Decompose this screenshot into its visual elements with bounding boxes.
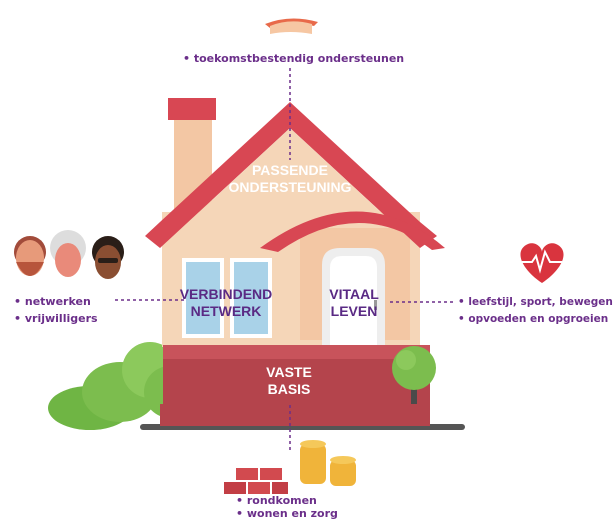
people-icon	[14, 230, 124, 279]
left-bullet-item: • vrijwilligers	[14, 312, 98, 325]
connector-lines	[115, 68, 454, 450]
roof-gable	[182, 128, 398, 228]
right-bullet-item: • leefstijl, sport, bewegen	[458, 296, 613, 308]
tree-icon	[392, 346, 436, 410]
arch-roof	[260, 211, 445, 252]
left-windows	[182, 258, 272, 338]
heart-icon	[520, 243, 564, 283]
roof-label: PASSENDE ONDERSTEUNING	[228, 162, 352, 195]
base-label: VASTE BASIS	[266, 364, 312, 397]
chimney-cap	[168, 98, 216, 120]
coins-icon	[300, 440, 356, 486]
right-bullet-item: • opvoeden en opgroeien	[458, 313, 609, 325]
bricks-icon	[224, 468, 288, 494]
door-label: VITAAL LEVEN	[329, 286, 379, 319]
hand-icon	[265, 18, 318, 34]
left-bullet-item: • netwerken	[14, 295, 91, 308]
bottom-bullet-item: • wonen en zorg	[236, 507, 338, 520]
top-bullet-item: • toekomstbestendig ondersteunen	[183, 52, 405, 65]
bottom-bullet-item: • rondkomen	[236, 494, 317, 507]
left-window-label: VERBINDEND NETWERK	[179, 286, 273, 319]
door	[322, 248, 385, 345]
